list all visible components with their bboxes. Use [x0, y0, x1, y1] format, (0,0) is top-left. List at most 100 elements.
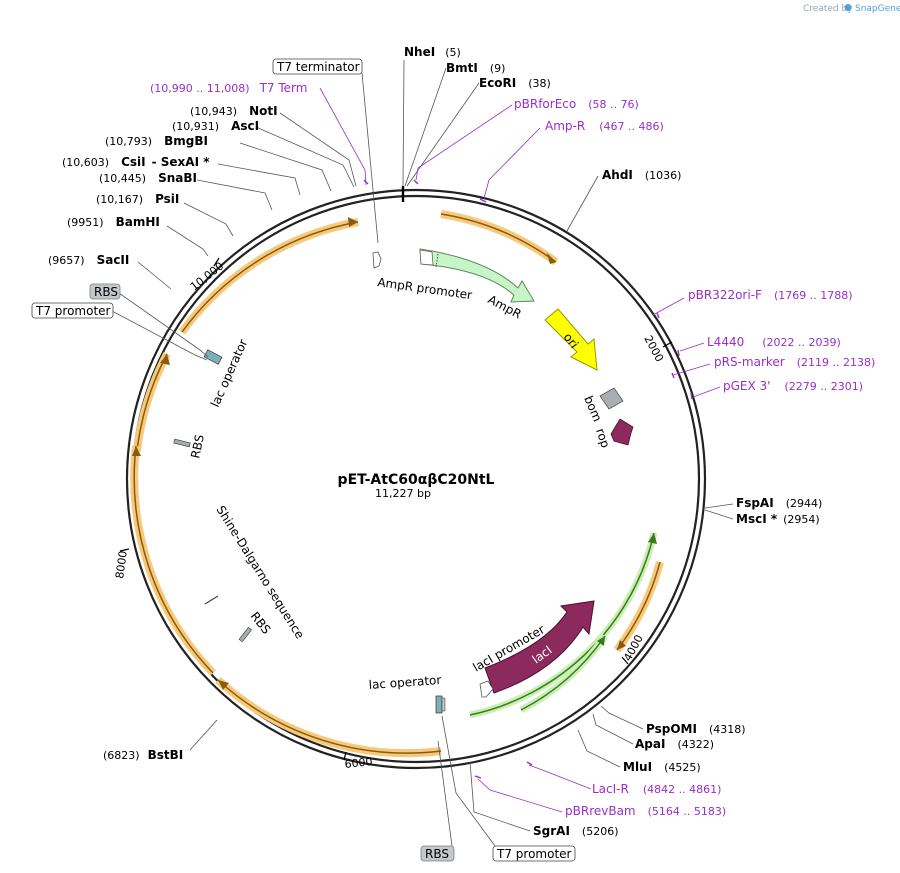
rbs-left-block — [173, 438, 191, 448]
enzyme-snabi[interactable]: (10,445)SnaBI — [99, 171, 197, 185]
enzyme-sacii[interactable]: (9657)SacII — [48, 253, 129, 267]
leader-prs-marker — [672, 363, 711, 376]
leader-nhei — [402, 59, 405, 187]
orf-arc-6-head — [617, 640, 626, 650]
orf-arc-1-line — [440, 213, 557, 263]
enzyme-bstbi[interactable]: (6823)BstBI — [103, 748, 183, 762]
ampr-promoter-label: AmpR promoter — [377, 275, 473, 302]
tick-2000-line — [662, 341, 673, 348]
primer-site-marks — [363, 179, 693, 779]
leader-pbrforeco — [415, 104, 513, 181]
orf-arc-3 — [133, 352, 171, 452]
credit-prefix: Created by — [803, 4, 853, 14]
rop-label: rop — [593, 427, 612, 450]
orf-arc-4-head — [132, 446, 141, 456]
leader-pbr322ori-f — [652, 297, 685, 316]
enzyme-psii[interactable]: (10,167)PsiI — [96, 192, 179, 206]
primer-amp-r[interactable]: Amp-R(467 .. 486) — [545, 119, 664, 133]
mark-prs-marker — [671, 372, 675, 379]
leader-bmgbi — [239, 142, 332, 192]
rbs-bottom-label[interactable]: RBS — [425, 847, 449, 861]
primer-prs-marker[interactable]: pRS-marker(2119 .. 2138) — [714, 355, 875, 369]
rbs-left-label: RBS — [188, 433, 207, 459]
t7-terminator-label[interactable]: T7 terminator — [276, 60, 360, 74]
tick-6000-label: 6000 — [344, 755, 373, 771]
leader-rbs-bottom — [437, 740, 453, 847]
enzyme-bmgbi[interactable]: (10,793)BmgBI — [105, 134, 208, 148]
mark-amp-r — [479, 198, 487, 203]
orf-arc-5-head — [218, 680, 229, 690]
leader-noti — [279, 112, 357, 187]
enzyme-asci[interactable]: (10,931)AscI — [172, 119, 259, 133]
mark-laci-r — [526, 761, 533, 766]
lac-operator-bottom-label: lac operator — [368, 673, 442, 692]
enzyme-bmti[interactable]: BmtI(9) — [446, 61, 505, 75]
plasmid-name: pET-AtC60αβC20NtL — [338, 472, 495, 488]
tick-8000-line — [119, 548, 130, 552]
enzyme-ecori[interactable]: EcoRI(38) — [479, 76, 551, 90]
enzyme-sgrai[interactable]: SgrAI(5206) — [533, 824, 618, 838]
rbs-inner-block — [238, 627, 252, 643]
orf-arc-2-line — [181, 221, 359, 333]
rop-arrow — [610, 418, 634, 446]
enzyme-pspomi[interactable]: PspOMI(4318) — [646, 722, 746, 736]
orf-arc-3-head — [160, 354, 170, 365]
leader-sacii — [137, 261, 172, 290]
lac-operator-top-label: lac operator — [208, 337, 250, 409]
leader-lines — [111, 59, 734, 847]
enzyme-noti[interactable]: (10,943)NotI — [190, 104, 278, 118]
green-orf-1-head — [648, 533, 657, 544]
rbs-top-label[interactable]: RBS — [94, 285, 118, 299]
tick-8000-label: 8000 — [113, 550, 130, 580]
leader-psii — [183, 202, 234, 237]
t7-promoter-top-box — [31, 302, 114, 319]
primer-l4440[interactable]: L4440(2022 .. 2039) — [707, 335, 841, 349]
enzyme-csii[interactable]: (10,603)CsiI- SexAI * — [62, 155, 210, 169]
ori-arrow — [544, 308, 598, 371]
mark-pbrforeco — [413, 179, 419, 185]
plasmid-size: 11,227 bp — [375, 487, 431, 500]
leader-mlui — [577, 729, 621, 768]
leader-sgrai — [469, 761, 531, 832]
green-orf-1-line — [469, 532, 655, 716]
t7-terminator-box — [272, 58, 363, 75]
enzyme-apai[interactable]: ApaI(4322) — [635, 737, 714, 751]
leader-amp-r — [483, 127, 541, 199]
enzyme-ahdi[interactable]: AhdI(1036) — [602, 168, 681, 182]
leader-ahdi — [566, 175, 599, 232]
rbs-inner-label: RBS — [248, 609, 274, 637]
t7-promoter-bottom-box — [492, 845, 576, 862]
leader-ecori — [406, 82, 480, 187]
tick-marks: 2000 4000 6000 8000 10,000 — [113, 257, 673, 771]
primer-pbrforeco[interactable]: pBRforEco(58 .. 76) — [514, 97, 639, 111]
primer-pbrrevbam[interactable]: pBRrevBam(5164 .. 5183) — [565, 804, 726, 818]
leader-csii — [217, 163, 301, 196]
tick-10000-line — [213, 257, 220, 267]
leader-snabi — [196, 179, 273, 211]
enzyme-nhei[interactable]: NheI(5) — [404, 45, 461, 59]
t7-promoter-top-label[interactable]: T7 promoter — [35, 304, 111, 318]
orf-arc-5-line — [217, 679, 442, 754]
leader-apai — [592, 713, 634, 745]
leader-t7-terminator — [361, 72, 379, 244]
inner-features — [173, 248, 634, 714]
enzyme-msci[interactable]: MscI *(2954) — [736, 512, 820, 526]
tick-4000-line — [621, 656, 629, 665]
enzyme-mlui[interactable]: MluI(4525) — [623, 760, 701, 774]
lac-operator-top-block — [203, 349, 223, 365]
primer-pgex3[interactable]: pGEX 3'(2279 .. 2301) — [723, 379, 863, 393]
rbs-bottom-box — [420, 845, 455, 862]
leader-pspomi — [600, 705, 644, 730]
snapgene-logo-text: SnapGene — [855, 4, 900, 14]
orf-arc-4-line — [133, 445, 214, 674]
leader-t7-promoter-bottom — [441, 715, 496, 847]
enzyme-fspai[interactable]: FspAI(2944) — [736, 496, 822, 510]
primer-laci-r[interactable]: LacI-R(4842 .. 4861) — [592, 782, 721, 796]
primer-t7-term[interactable]: (10,990 .. 11,008)T7 Term — [150, 81, 307, 95]
mark-pbrrevbam — [474, 775, 482, 779]
mark-l4440 — [677, 349, 680, 357]
t7-promoter-bottom-label[interactable]: T7 promoter — [496, 847, 572, 861]
leader-asci — [255, 126, 355, 188]
primer-pbr322ori-f[interactable]: pBR322ori-F(1769 .. 1788) — [688, 288, 853, 302]
enzyme-bamhi[interactable]: (9951)BamHI — [67, 215, 160, 229]
